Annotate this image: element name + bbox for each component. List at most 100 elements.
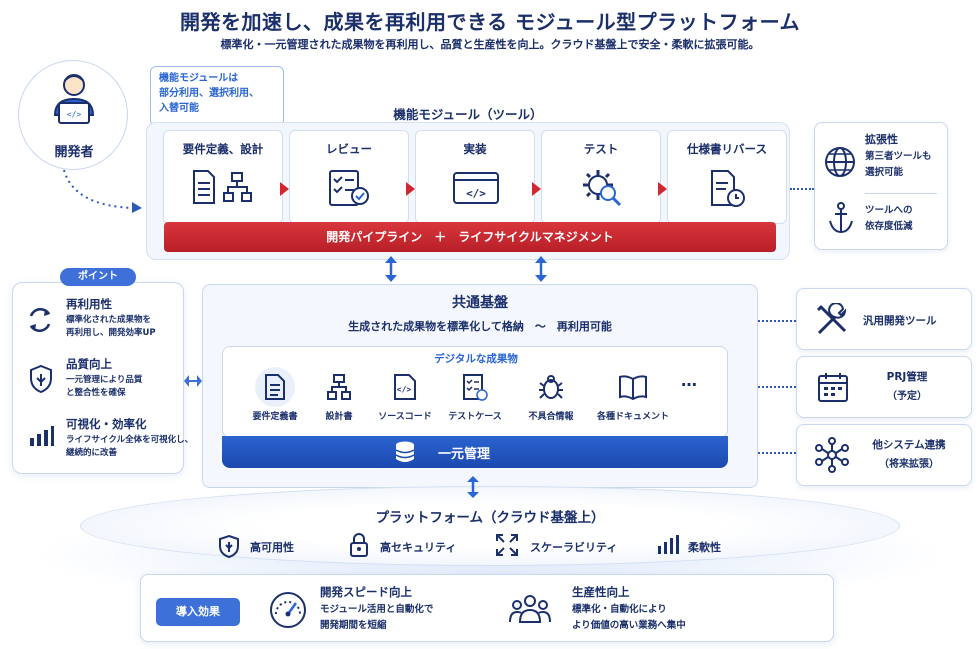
points-badge: ポイント	[60, 268, 136, 286]
bug-icon	[539, 375, 563, 399]
network-icon	[815, 437, 849, 473]
effect-title: 開発スピード向上	[320, 585, 412, 599]
effect-desc: モジュール活用と自動化で 開発期間を短縮	[320, 602, 433, 634]
artifact-label: 各種ドキュメント	[596, 412, 669, 422]
module-card-review[interactable]: レビュー	[289, 130, 409, 224]
module-arrow-icon	[406, 182, 415, 196]
point-desc-line: 再利用し、開発効率UP	[66, 328, 156, 338]
dependency-desc: ツールへの 依存度低減	[865, 203, 913, 235]
recycle-icon	[29, 307, 51, 333]
developer-icon: </>	[53, 74, 95, 124]
unified-management-bar: 一元管理	[222, 436, 728, 468]
svg-text:</>: </>	[67, 110, 82, 119]
bar-chart-icon	[30, 426, 54, 446]
tool-title: 汎用開発ツール	[863, 315, 937, 327]
point-desc-line: と整合性を確保	[66, 388, 126, 398]
tool-title: 他システム連携	[872, 439, 946, 451]
speedometer-icon	[270, 592, 306, 628]
module-label: 要件定義、設計	[182, 142, 264, 156]
module-card-test[interactable]: テスト	[541, 130, 661, 224]
artifact-documents[interactable]: 各種ドキュメント	[593, 365, 673, 445]
effect-desc-line: モジュール活用と自動化で	[320, 604, 434, 615]
point-title: 可視化・効率化	[66, 417, 147, 431]
tool-card-general[interactable]: 汎用開発ツール	[796, 288, 972, 350]
point-desc-line: 継続的に改善	[66, 448, 118, 458]
effect-desc: 標準化・自動化により より価値の高い業務へ集中	[572, 602, 686, 634]
effect-desc-line: より価値の高い業務へ集中	[572, 620, 686, 631]
artifact-label: 要件定義書	[252, 412, 298, 422]
point-desc-line: ライフサイクル全体を可視化し、	[66, 435, 194, 445]
tool-sub: （予定）	[887, 391, 927, 402]
modules-note-bubble: 機能モジュールは 部分利用、選択利用、 入替可能	[150, 66, 284, 126]
module-arrow-icon	[280, 182, 289, 196]
unified-label: 一元管理	[438, 447, 491, 462]
bubble-line-2: 部分利用、選択利用、	[159, 88, 259, 99]
developer-circle: </> 開発者	[18, 60, 128, 170]
document-icon	[265, 374, 285, 400]
module-arrow-icon	[658, 182, 667, 196]
extension-desc-line: 第三者ツールも	[865, 151, 932, 162]
extension-divider	[865, 193, 937, 194]
module-card-implementation[interactable]: 実装 </>	[415, 130, 535, 224]
modules-title: 機能モジュール（ツール）	[393, 107, 543, 122]
artifact-source-code[interactable]: </> ソースコード	[365, 365, 445, 445]
artifact-requirements[interactable]: 要件定義書	[235, 365, 315, 445]
dependency-line: 依存度低減	[865, 221, 913, 232]
point-title: 品質向上	[66, 357, 112, 371]
bar-chart-icon	[658, 535, 679, 554]
artifact-more: …	[681, 371, 697, 390]
left-right-arrow-icon	[184, 375, 202, 387]
expand-icon	[496, 534, 518, 556]
developer-label: 開発者	[54, 145, 94, 160]
extension-connector	[790, 188, 814, 190]
digital-title: デジタルな成果物	[434, 353, 518, 365]
svg-text:</>: </>	[397, 385, 412, 394]
artifact-design[interactable]: 設計書	[299, 365, 379, 445]
module-label: レビュー	[326, 142, 372, 156]
tool-connector	[758, 386, 796, 388]
common-title: 共通基盤	[452, 295, 508, 311]
tool-card-integration[interactable]: 他システム連携 （将来拡張）	[796, 424, 972, 486]
updown-arrow-icon	[385, 256, 397, 282]
point-desc-line: 標準化された成果物を	[66, 315, 152, 325]
anchor-icon	[829, 202, 853, 234]
tool-card-prj[interactable]: PRJ管理 （予定）	[796, 356, 972, 418]
effect-desc-line: 開発期間を短縮	[320, 620, 387, 631]
point-desc: ライフサイクル全体を可視化し、 継続的に改善	[66, 434, 193, 460]
document-reverse-icon	[711, 170, 745, 207]
point-desc-line: 一元管理により品質	[66, 375, 143, 385]
lock-icon	[350, 533, 368, 557]
page-subtitle: 標準化・一元管理された成果物を再利用し、品質と生産性を向上。クラウド基盤上で安全…	[220, 38, 760, 51]
platform-feature-label: 高セキュリティ	[380, 541, 457, 554]
module-card-spec-reverse[interactable]: 仕様書リバース	[667, 130, 787, 224]
updown-arrow-icon	[467, 476, 479, 498]
artifact-test-cases[interactable]: テストケース	[435, 365, 515, 445]
gear-search-icon	[583, 170, 622, 207]
digital-artifacts-panel: デジタルな成果物 要件定義書 設計書 </> ソースコード	[222, 346, 728, 438]
point-desc: 一元管理により品質 と整合性を確保	[66, 374, 142, 400]
module-card-requirements[interactable]: 要件定義、設計	[163, 130, 283, 224]
bubble-line-1: 機能モジュールは	[159, 73, 239, 84]
module-arrow-icon	[532, 182, 541, 196]
test-list-icon	[463, 374, 488, 401]
effect-title: 生産性向上	[572, 585, 630, 599]
tool-sub: （将来拡張）	[879, 459, 939, 470]
document-flowchart-icon	[193, 170, 252, 204]
platform-feature-label: 高可用性	[250, 541, 294, 554]
tool-title: PRJ管理	[886, 371, 928, 383]
database-icon	[395, 441, 415, 462]
bubble-line-3: 入替可能	[159, 103, 199, 114]
artifact-label: ソースコード	[378, 412, 432, 422]
extension-desc-line: 選択可能	[865, 167, 904, 178]
team-icon	[509, 595, 551, 623]
module-label: 実装	[463, 142, 487, 156]
common-subtitle: 生成された成果物を標準化して格納 ～ 再利用可能	[348, 320, 612, 333]
developer-dotted-arrow	[63, 169, 142, 213]
platform-feature-label: 柔軟性	[688, 541, 721, 554]
book-icon	[619, 375, 647, 401]
artifact-bug-info[interactable]: 不具合情報	[511, 365, 591, 445]
code-icon: </>	[394, 374, 416, 400]
point-desc: 標準化された成果物を 再利用し、開発効率UP	[66, 314, 156, 340]
module-label: 仕様書リバース	[687, 142, 767, 156]
module-label: テスト	[583, 142, 619, 156]
